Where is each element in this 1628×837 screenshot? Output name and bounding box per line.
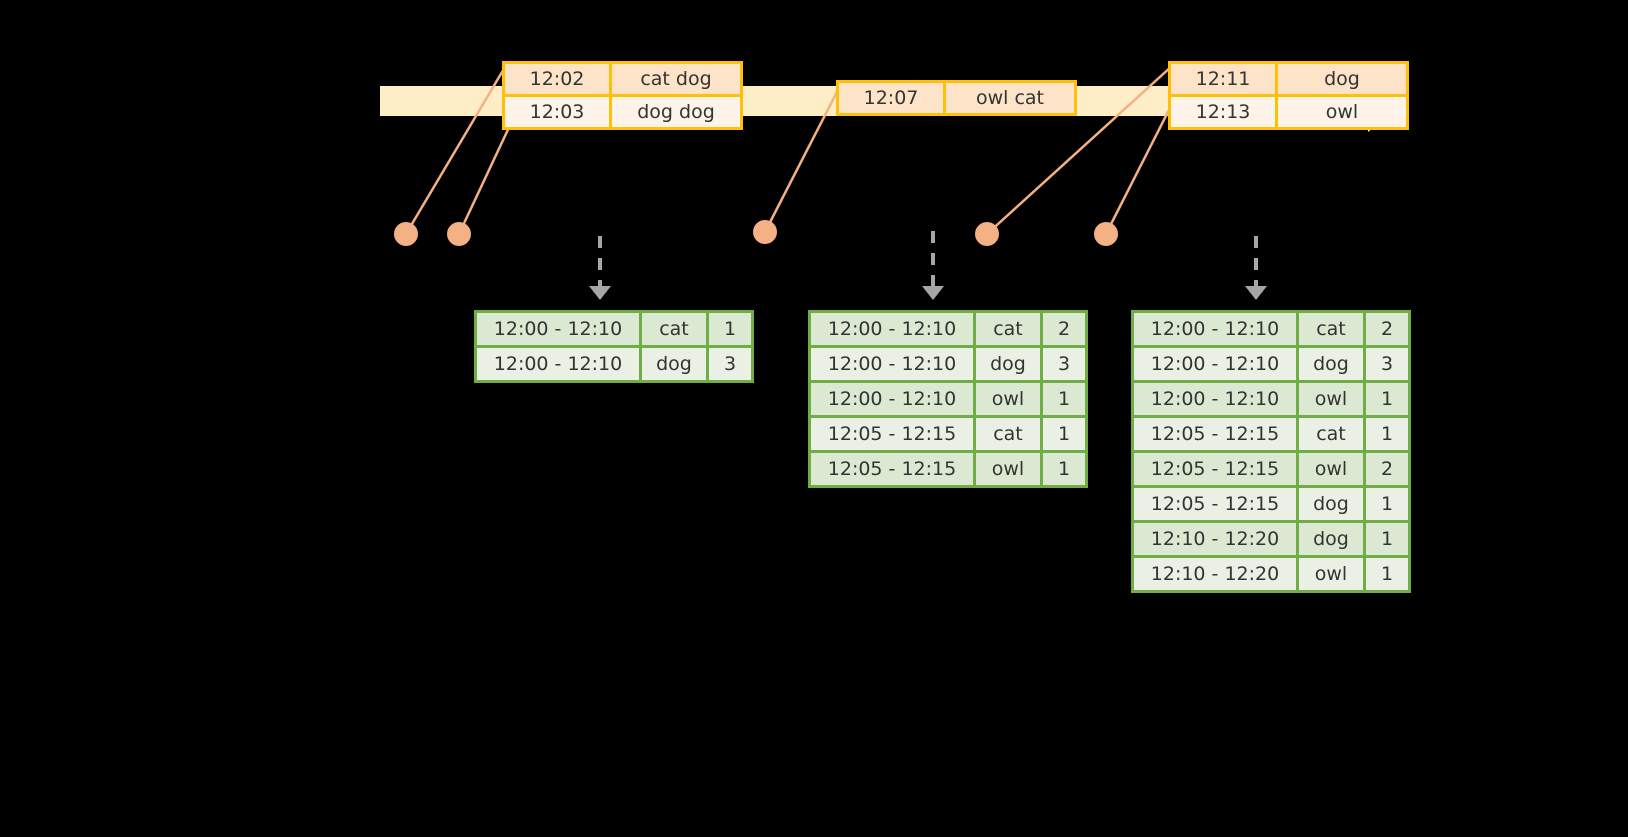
flow-arrow-1-head-icon bbox=[589, 286, 611, 300]
result-window: 12:00 - 12:10 bbox=[811, 380, 973, 415]
result-count: 1 bbox=[1040, 380, 1085, 415]
result-animal: cat bbox=[1296, 313, 1363, 345]
result-animal: owl bbox=[1296, 555, 1363, 590]
result-animal: owl bbox=[1296, 380, 1363, 415]
result-animal: dog bbox=[973, 345, 1040, 380]
event-words: dog bbox=[1275, 64, 1406, 94]
event-time: 12:02 bbox=[505, 64, 609, 94]
result-count: 1 bbox=[1363, 380, 1408, 415]
result-window: 12:00 - 12:10 bbox=[1134, 313, 1296, 345]
result-animal: owl bbox=[1296, 450, 1363, 485]
result-animal: dog bbox=[639, 345, 706, 380]
result-window: 12:10 - 12:20 bbox=[1134, 520, 1296, 555]
result-window: 12:00 - 12:10 bbox=[477, 313, 639, 345]
result-count: 2 bbox=[1363, 450, 1408, 485]
connector-dot-1 bbox=[394, 222, 418, 246]
result-animal: cat bbox=[973, 415, 1040, 450]
event-time: 12:11 bbox=[1171, 64, 1275, 94]
result-count: 2 bbox=[1040, 313, 1085, 345]
result-window: 12:05 - 12:15 bbox=[1134, 450, 1296, 485]
connector-dot-4 bbox=[975, 222, 999, 246]
event-time: 12:13 bbox=[1171, 94, 1275, 127]
result-animal: owl bbox=[973, 450, 1040, 485]
result-window: 12:00 - 12:10 bbox=[811, 313, 973, 345]
event-words: owl cat bbox=[943, 83, 1074, 113]
connector-dot-3 bbox=[753, 220, 777, 244]
result-animal: dog bbox=[1296, 345, 1363, 380]
result-animal: cat bbox=[1296, 415, 1363, 450]
connector-dot-2 bbox=[447, 222, 471, 246]
result-window: 12:10 - 12:20 bbox=[1134, 555, 1296, 590]
result-count: 3 bbox=[1363, 345, 1408, 380]
result-animal: dog bbox=[1296, 485, 1363, 520]
result-window: 12:00 - 12:10 bbox=[1134, 345, 1296, 380]
result-window: 12:05 - 12:15 bbox=[1134, 415, 1296, 450]
result-animal: cat bbox=[973, 313, 1040, 345]
result-animal: owl bbox=[973, 380, 1040, 415]
result-count: 1 bbox=[1363, 485, 1408, 520]
event-words: owl bbox=[1275, 94, 1406, 127]
result-count: 1 bbox=[1363, 520, 1408, 555]
result-count: 3 bbox=[706, 345, 751, 380]
result-window: 12:00 - 12:10 bbox=[1134, 380, 1296, 415]
connector-dot-5 bbox=[1094, 222, 1118, 246]
result-count: 1 bbox=[1040, 450, 1085, 485]
result-window: 12:05 - 12:15 bbox=[811, 415, 973, 450]
result-animal: cat bbox=[639, 313, 706, 345]
result-window: 12:05 - 12:15 bbox=[1134, 485, 1296, 520]
result-count: 1 bbox=[1363, 555, 1408, 590]
result-window: 12:00 - 12:10 bbox=[811, 345, 973, 380]
result-window: 12:00 - 12:10 bbox=[477, 345, 639, 380]
event-time: 12:07 bbox=[839, 83, 943, 113]
connector-dot-5-line bbox=[1104, 103, 1174, 235]
result-animal: dog bbox=[1296, 520, 1363, 555]
result-count: 3 bbox=[1040, 345, 1085, 380]
result-count: 1 bbox=[706, 313, 751, 345]
result-count: 1 bbox=[1040, 415, 1085, 450]
event-words: dog dog bbox=[609, 94, 740, 127]
result-count: 1 bbox=[1363, 415, 1408, 450]
flow-arrow-2-head-icon bbox=[922, 286, 944, 300]
event-time: 12:03 bbox=[505, 94, 609, 127]
result-window: 12:05 - 12:15 bbox=[811, 450, 973, 485]
event-words: cat dog bbox=[609, 64, 740, 94]
flow-arrow-3-head-icon bbox=[1245, 286, 1267, 300]
result-count: 2 bbox=[1363, 313, 1408, 345]
